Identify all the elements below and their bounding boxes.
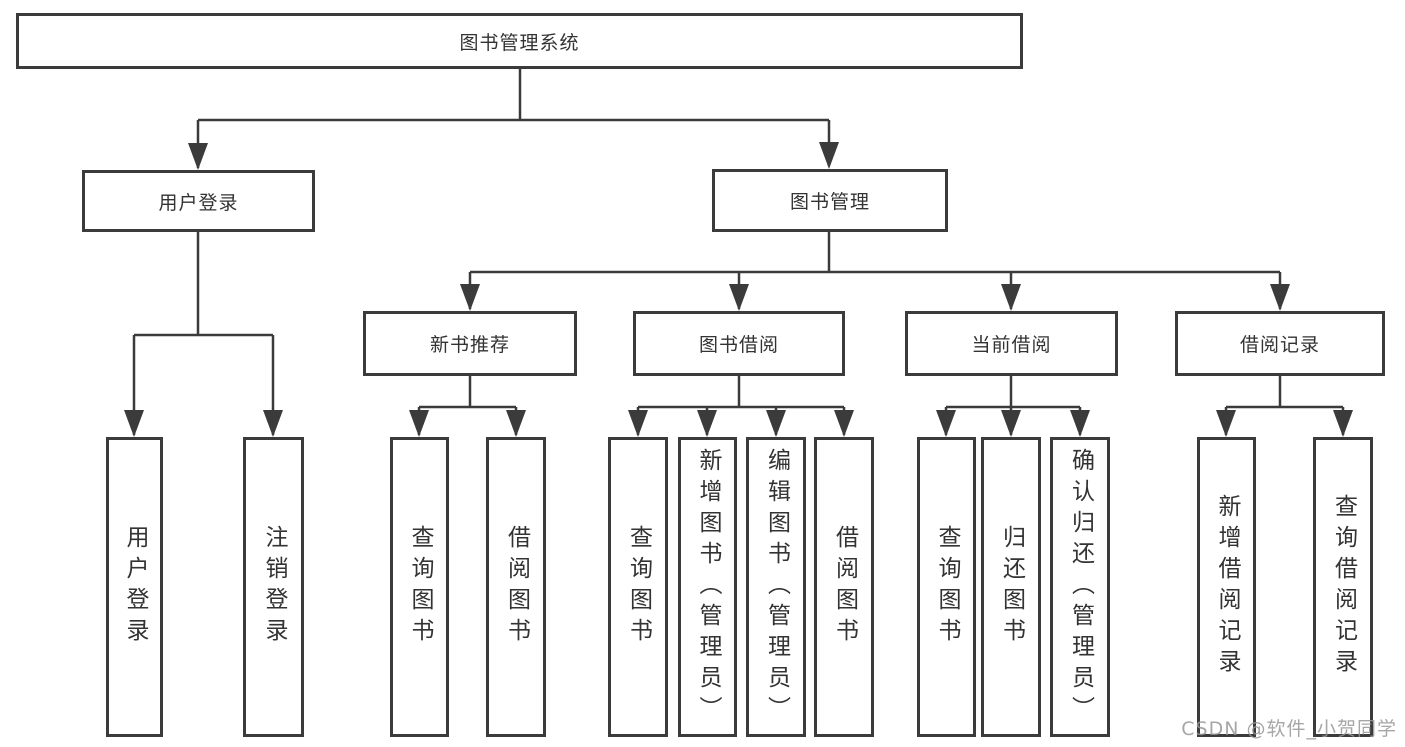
leaf-query-books-current: 查询图书	[917, 437, 976, 737]
node-label: 图书借阅	[698, 334, 779, 356]
leaf-confirm-return-admin: 确认归还（管理员）	[1050, 437, 1110, 737]
leaf-logout: 注销登录	[243, 437, 304, 737]
leaf-label: 查询借阅记录	[1330, 494, 1357, 680]
leaf-label: 查询图书	[934, 525, 960, 649]
node-label: 图书管理	[789, 191, 870, 213]
leaf-edit-book-admin: 编辑图书（管理员）	[746, 437, 806, 737]
leaf-add-book-admin: 新增图书（管理员）	[678, 437, 737, 737]
node-borrowing-records: 借阅记录	[1175, 311, 1385, 376]
node-book-borrowing: 图书借阅	[633, 311, 845, 376]
leaf-return-book: 归还图书	[981, 437, 1041, 737]
leaf-label: 新增借阅记录	[1214, 494, 1240, 680]
leaf-query-borrow-record: 查询借阅记录	[1313, 437, 1373, 737]
leaf-label: 新增图书（管理员）	[695, 447, 721, 727]
leaf-add-borrow-record: 新增借阅记录	[1197, 437, 1256, 737]
leaf-label: 编辑图书（管理员）	[763, 447, 790, 727]
leaf-borrow-books: 借阅图书	[814, 437, 874, 737]
leaf-label: 注销登录	[261, 525, 287, 649]
leaf-label: 查询图书	[625, 525, 652, 649]
node-user-login: 用户登录	[82, 170, 315, 232]
node-label: 借阅记录	[1239, 334, 1320, 356]
leaf-label: 借阅图书	[831, 525, 858, 649]
leaf-user-login: 用户登录	[106, 437, 163, 737]
leaf-label: 确认归还（管理员）	[1067, 447, 1094, 727]
node-book-management: 图书管理	[712, 169, 948, 232]
leaf-label: 查询图书	[407, 525, 433, 649]
node-current-borrowing: 当前借阅	[905, 311, 1118, 376]
leaf-query-books-recommend: 查询图书	[390, 437, 449, 737]
leaf-label: 借阅图书	[503, 525, 530, 649]
node-library-management-system: 图书管理系统	[16, 13, 1023, 69]
leaf-label: 归还图书	[998, 525, 1025, 649]
leaf-borrow-books-recommend: 借阅图书	[486, 437, 546, 737]
node-label: 当前借阅	[971, 334, 1052, 356]
node-new-book-recommend: 新书推荐	[363, 311, 577, 376]
node-label: 图书管理系统	[459, 31, 580, 54]
csdn-watermark: CSDN @软件_小贺同学	[1181, 718, 1397, 740]
leaf-query-books-borrow: 查询图书	[608, 437, 668, 737]
node-label: 用户登录	[158, 191, 239, 214]
leaf-label: 用户登录	[122, 525, 148, 649]
node-label: 新书推荐	[429, 334, 510, 356]
